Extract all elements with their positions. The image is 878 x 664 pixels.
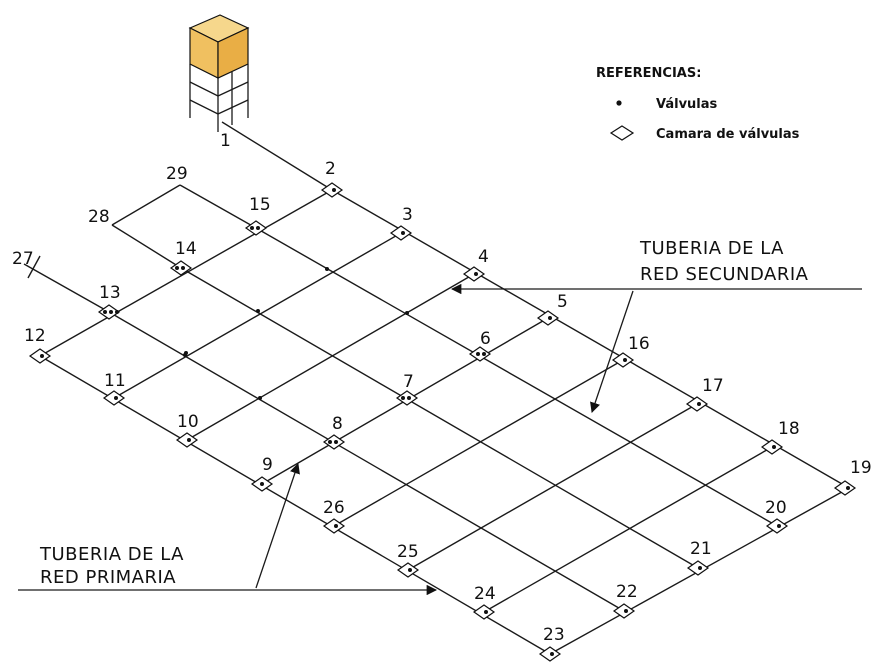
node-label-29: 29 [166,164,188,184]
valve-chamber [765,518,789,534]
node-labels: 1 2 3 4 5 6 7 8 9 10 11 12 13 14 15 16 1… [12,131,872,645]
legend-valve-label: Válvulas [656,97,718,112]
pipe-line [180,267,699,569]
node-label-20: 20 [765,498,787,518]
valve-chamber [175,432,199,448]
valve-chamber [320,182,344,198]
node-label-4: 4 [478,247,489,267]
node-label-6: 6 [480,329,491,349]
pipe-line [111,184,181,226]
valve-chamber [686,560,710,576]
pipe-line [179,184,257,229]
pipe-line [108,311,625,612]
tank-brace [189,99,249,115]
pipe-line [39,189,333,357]
pipe-line [39,355,551,655]
valve-chamber [685,396,709,412]
node-label-26: 26 [323,498,345,518]
valve-chamber [396,562,420,578]
secondary-callout-line2: RED SECUNDARIA [640,264,809,285]
primary-callout-line1: TUBERIA DE LA [39,544,184,565]
valve-chamber [169,260,193,276]
node-label-8: 8 [332,414,343,434]
node-label-14: 14 [175,239,197,259]
valve-chamber [395,390,419,406]
legend: REFERENCIAS: Válvulas Camara de válvulas [596,66,800,142]
pipe-endcap [27,255,41,279]
valve-chamber [389,225,413,241]
node-label-13: 13 [99,283,121,303]
secondary-network-callout: TUBERIA DE LA RED SECUNDARIA [450,238,862,413]
pipe-line [186,273,475,441]
pipe-line [333,359,624,527]
primary-callout-line2: RED PRIMARIA [40,567,176,588]
node-label-22: 22 [616,582,638,602]
node-label-21: 21 [690,539,712,559]
node-label-2: 2 [325,159,336,179]
pipe-line [255,227,778,527]
valve-chamber [612,603,636,619]
node-label-24: 24 [474,584,496,604]
valve-chamber [28,348,52,364]
valve-chamber [538,646,562,662]
node-label-10: 10 [177,412,199,432]
valve-chamber [97,304,121,320]
valve-chamber [250,476,274,492]
valve-chamber [322,434,346,450]
primary-network-callout: TUBERIA DE LA RED PRIMARIA [18,463,438,596]
node-label-23: 23 [543,625,565,645]
valve-chamber [322,518,346,534]
pipe-line [331,189,850,489]
node-label-15: 15 [249,195,271,215]
node-label-25: 25 [397,542,419,562]
legend-chamber-label: Camara de válvulas [656,127,800,142]
chamber-symbol-icon [609,125,635,141]
node-label-16: 16 [628,334,650,354]
valve-chambers [28,182,857,662]
valve-chamber [468,346,492,362]
primary-callout-arrow [255,463,300,589]
valve-chamber [760,439,784,455]
valve-chamber [462,266,486,282]
node-label-28: 28 [88,207,110,227]
valve-chamber [536,310,560,326]
valve-chamber [102,390,126,406]
pipe-line [113,232,402,399]
node-label-18: 18 [778,419,800,439]
node-label-17: 17 [702,376,724,396]
node-label-12: 12 [24,326,46,346]
node-label-11: 11 [104,371,126,391]
node-label-19: 19 [850,458,872,478]
pipe-line [23,263,110,313]
node-label-1: 1 [220,131,231,151]
water-tank [188,14,250,132]
valve-chamber [472,604,496,620]
node-label-7: 7 [403,372,414,392]
valve-chamber [611,352,635,368]
node-label-5: 5 [557,292,568,312]
valve-chamber [833,480,857,496]
pipe-line [483,446,773,613]
valve-symbol-icon [616,100,622,106]
tank-brace [189,81,249,97]
feed-pipe [221,121,333,191]
legend-title: REFERENCIAS: [596,66,701,81]
node-label-9: 9 [262,455,273,475]
node-label-27: 27 [12,249,34,269]
secondary-callout-line1: TUBERIA DE LA [639,238,784,259]
pipe-line [407,403,698,571]
pipe-line [111,224,182,269]
valve-chamber [244,220,268,236]
pipe-network [23,121,850,655]
node-label-3: 3 [402,205,413,225]
junction-valves [183,267,409,400]
secondary-callout-arrow [590,290,634,413]
